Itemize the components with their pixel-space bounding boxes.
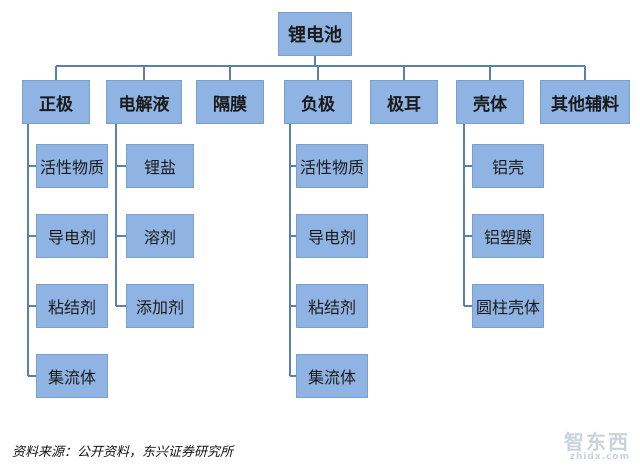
category-label: 极耳 bbox=[387, 94, 421, 115]
watermark-logo: 智东西 zhidx.com bbox=[564, 432, 630, 462]
child-node: 铝壳 bbox=[472, 144, 544, 188]
category-node-cathode: 正极 bbox=[22, 80, 90, 124]
source-note: 资料来源：公开资料，东兴证券研究所 bbox=[12, 445, 234, 460]
child-label: 导电剂 bbox=[307, 228, 356, 247]
category-label: 隔膜 bbox=[213, 94, 247, 115]
child-label: 活性物质 bbox=[39, 158, 104, 177]
child-node: 活性物质 bbox=[36, 144, 108, 188]
category-node-separator: 隔膜 bbox=[196, 80, 264, 124]
category-label: 正极 bbox=[39, 94, 73, 115]
child-node: 集流体 bbox=[296, 354, 368, 398]
child-label: 圆柱壳体 bbox=[475, 298, 540, 317]
watermark-text: 智东西 bbox=[564, 430, 630, 454]
category-label: 电解液 bbox=[118, 94, 170, 115]
child-label: 粘结剂 bbox=[307, 298, 356, 317]
child-label: 铝塑膜 bbox=[483, 228, 532, 247]
category-label: 负极 bbox=[301, 94, 335, 115]
category-label: 壳体 bbox=[473, 94, 507, 115]
category-node-tab: 极耳 bbox=[370, 80, 438, 124]
child-node: 圆柱壳体 bbox=[472, 284, 544, 328]
child-node: 导电剂 bbox=[296, 214, 368, 258]
child-label: 导电剂 bbox=[47, 228, 96, 247]
child-node: 溶剂 bbox=[126, 214, 194, 258]
child-node: 锂盐 bbox=[126, 144, 194, 188]
category-label: 其他辅料 bbox=[551, 94, 619, 115]
category-node-electrolyte: 电解液 bbox=[106, 80, 182, 124]
child-node: 铝塑膜 bbox=[472, 214, 544, 258]
child-label: 集流体 bbox=[307, 368, 356, 387]
child-node: 添加剂 bbox=[126, 284, 194, 328]
child-label: 溶剂 bbox=[143, 228, 176, 247]
child-label: 粘结剂 bbox=[47, 298, 96, 317]
child-node: 集流体 bbox=[36, 354, 108, 398]
child-node: 粘结剂 bbox=[36, 284, 108, 328]
child-label: 添加剂 bbox=[135, 298, 184, 317]
child-label: 铝壳 bbox=[491, 158, 524, 177]
child-label: 锂盐 bbox=[143, 158, 176, 177]
watermark-url: zhidx.com bbox=[569, 452, 630, 462]
child-node: 粘结剂 bbox=[296, 284, 368, 328]
category-node-casing: 壳体 bbox=[456, 80, 524, 124]
category-node-other-materials: 其他辅料 bbox=[540, 80, 630, 124]
child-node: 活性物质 bbox=[296, 144, 368, 188]
root-node: 锂电池 bbox=[278, 12, 352, 56]
child-label: 活性物质 bbox=[299, 158, 364, 177]
category-node-anode: 负极 bbox=[284, 80, 352, 124]
child-label: 集流体 bbox=[47, 368, 96, 387]
child-node: 导电剂 bbox=[36, 214, 108, 258]
root-label: 锂电池 bbox=[288, 25, 342, 46]
